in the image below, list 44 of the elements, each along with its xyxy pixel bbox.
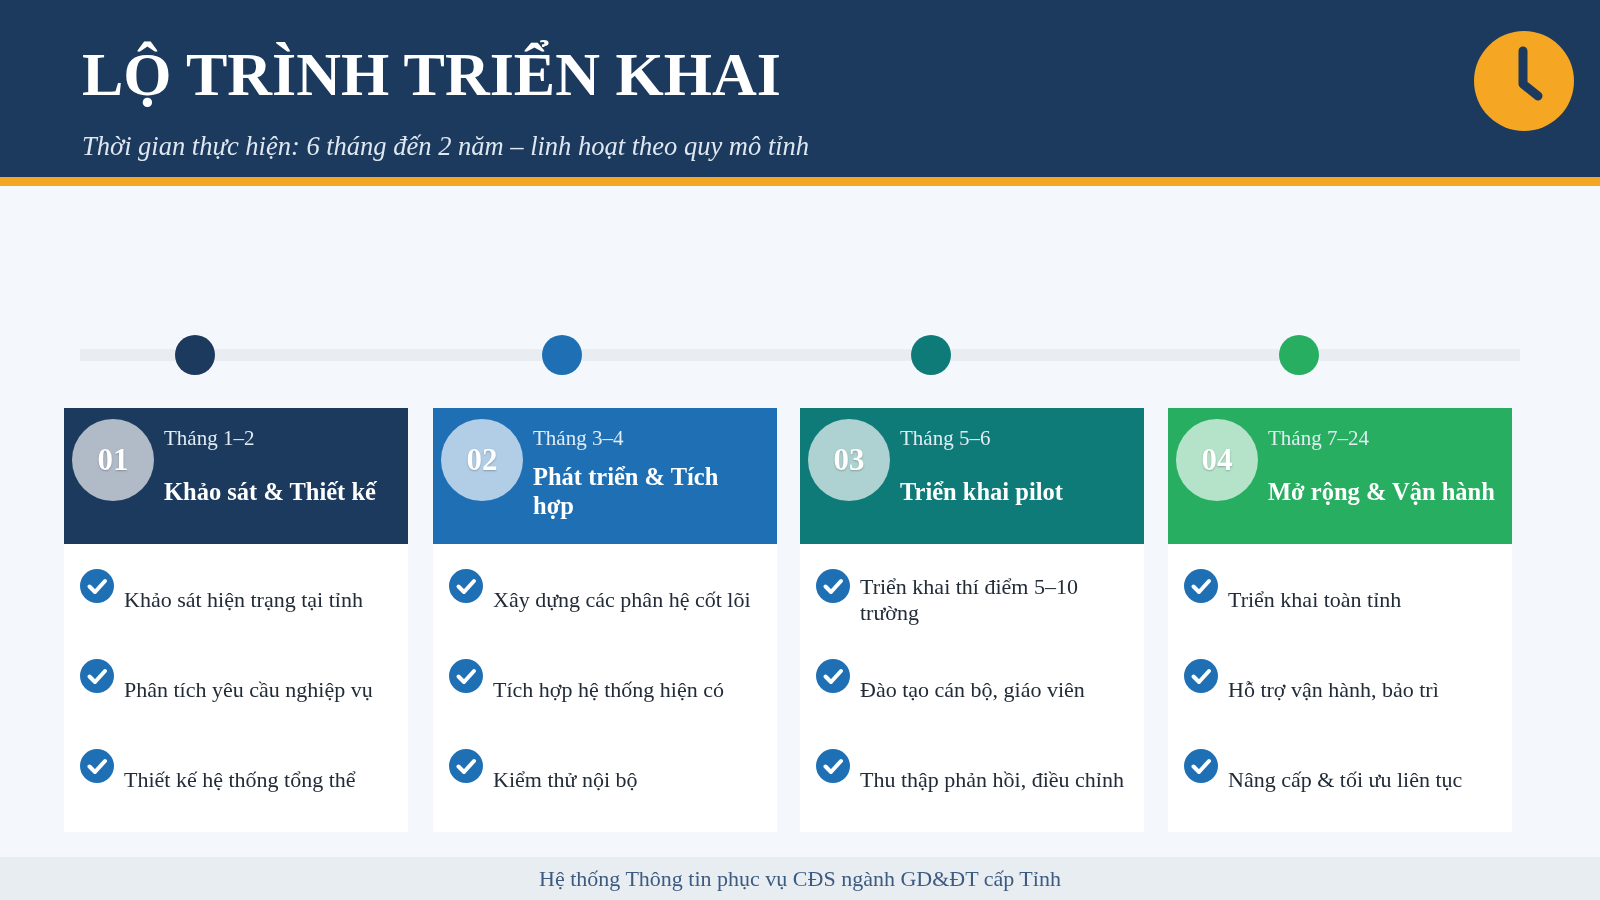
timeline-dot (1279, 335, 1319, 375)
task-text: Hỗ trợ vận hành, bảo trì (1228, 677, 1439, 703)
phase-header (433, 408, 777, 544)
footer-text: Hệ thống Thông tin phục vụ CĐS ngành GD&ĐT cấp Tỉnh (539, 865, 1061, 893)
task-text: Phân tích yêu cầu nghiệp vụ (124, 677, 373, 703)
phase-card (433, 408, 777, 832)
phase-title: Triển khai pilot (900, 476, 1063, 506)
task-text: Triển khai toàn tỉnh (1228, 587, 1402, 613)
month-range: Tháng 1–2 (164, 425, 255, 451)
timeline-line (951, 349, 1279, 361)
step-number-badge: 01 (72, 419, 154, 501)
month-range: Tháng 5–6 (900, 425, 991, 451)
phase-card (800, 408, 1144, 832)
task-text: Nâng cấp & tối ưu liên tục (1228, 767, 1463, 793)
step-number-badge: 04 (1176, 419, 1258, 501)
slide-title: LỘ TRÌNH TRIỂN KHAI (82, 39, 781, 110)
task-text: Thu thập phản hồi, điều chỉnh (860, 767, 1124, 793)
phase-card (64, 408, 408, 832)
timeline-dot (175, 335, 215, 375)
step-number-badge: 02 (441, 419, 523, 501)
timeline-line (80, 349, 175, 361)
task-text: Tích hợp hệ thống hiện có (493, 677, 724, 703)
phase-header (1168, 408, 1512, 544)
timeline-line (582, 349, 911, 361)
timeline-line (215, 349, 542, 361)
task-text: Xây dựng các phân hệ cốt lõi (493, 587, 751, 613)
subtitle: Thời gian thực hiện: 6 tháng đến 2 năm – linh hoạt theo quy mô tỉnh (82, 130, 810, 163)
timeline-dot (911, 335, 951, 375)
step-number-badge: 03 (808, 419, 890, 501)
month-range: Tháng 3–4 (533, 425, 624, 451)
task-text: Triển khai thí điểm 5–10 trường (860, 574, 1079, 626)
phase-title: Khảo sát & Thiết kế (164, 476, 376, 506)
phase-header (64, 408, 408, 544)
task-text: Khảo sát hiện trạng tại tỉnh (124, 587, 363, 613)
task-text: Thiết kế hệ thống tổng thể (124, 767, 356, 793)
task-text: Đào tạo cán bộ, giáo viên (860, 677, 1085, 703)
phase-title: Phát triển & Tích hợp (533, 462, 720, 520)
task-text: Kiểm thử nội bộ (493, 767, 638, 793)
phase-title: Mở rộng & Vận hành (1268, 476, 1495, 506)
timeline-dot (542, 335, 582, 375)
phase-header (800, 408, 1144, 544)
phase-card (1168, 408, 1512, 832)
month-range: Tháng 7–24 (1268, 425, 1369, 451)
timeline-line (1319, 349, 1520, 361)
